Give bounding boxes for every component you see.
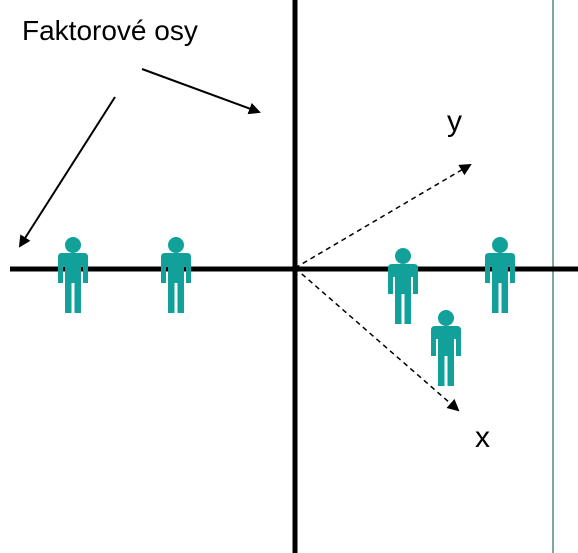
person-icon [431, 310, 461, 386]
y-axis-label: y [447, 105, 462, 138]
person-icon [388, 248, 418, 324]
pointer-arrow-right [141, 68, 261, 115]
person-icon [58, 237, 88, 313]
x-axis-label: x [475, 421, 490, 454]
title-label: Faktorové osy [22, 15, 198, 46]
y-vector-arrow [294, 163, 472, 269]
person-icon [485, 237, 515, 313]
person-icon [161, 237, 191, 313]
pointer-arrow-left [18, 96, 116, 248]
x-vector-arrow [294, 267, 460, 412]
